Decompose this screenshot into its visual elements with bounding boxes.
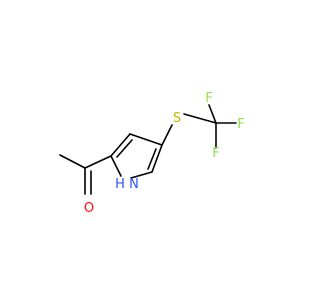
bond-c3-c4 <box>129 133 163 146</box>
molecule-canvas: O H N S F F F <box>59 91 245 216</box>
sulfur-atom-label: S <box>173 111 181 126</box>
bond-methyl-carbonyl <box>59 154 86 169</box>
bond-n-c2 <box>110 155 122 177</box>
bonds <box>59 104 237 195</box>
bond-cf3-f-top <box>208 104 217 124</box>
bond-c5-n <box>130 171 153 179</box>
bond-carbonyl-ring <box>84 155 112 169</box>
bond-c4-c5-2 <box>147 148 157 170</box>
fluorine-atom-label-top: F <box>205 91 212 106</box>
fluorine-atom-label-right: F <box>237 117 244 132</box>
bond-c2-c3-2 <box>116 139 133 158</box>
bond-c4-c5-1 <box>151 144 163 173</box>
fluorine-atom-label-bottom: F <box>212 146 219 161</box>
nh-hydrogen-label: H <box>115 177 125 192</box>
nitrogen-atom-label: N <box>129 177 139 192</box>
oxygen-atom-label: O <box>84 201 94 216</box>
molecule-structure: O H N S F F F <box>59 91 245 216</box>
bond-s-cf3 <box>183 113 217 124</box>
bond-c2-c3-1 <box>110 133 131 157</box>
bond-c4-s <box>161 124 173 146</box>
